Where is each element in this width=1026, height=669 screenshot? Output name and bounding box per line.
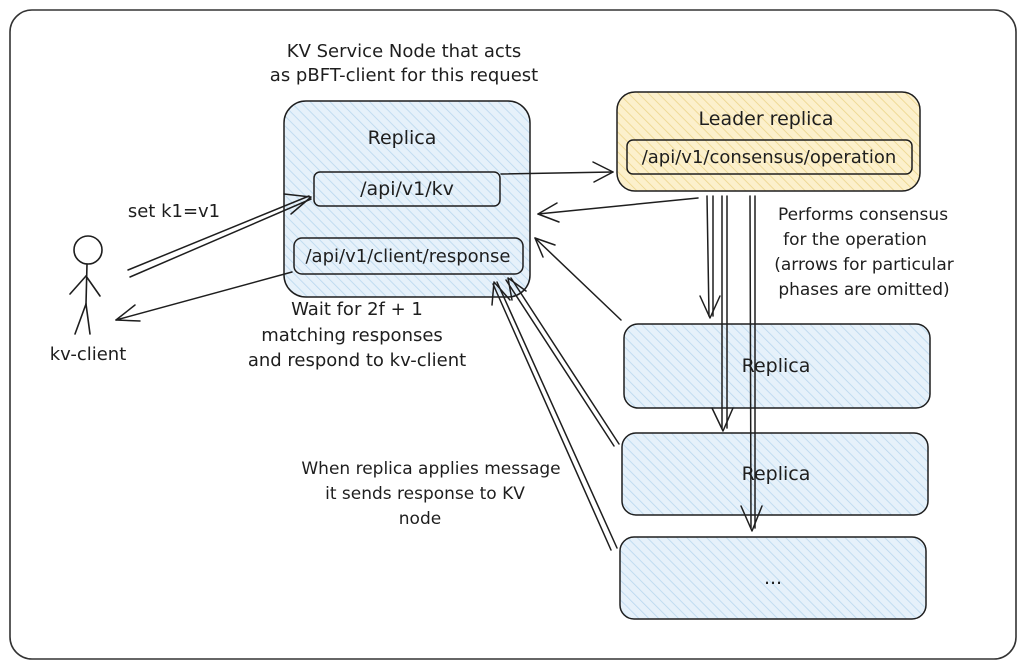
replica-2-label: Replica — [742, 355, 811, 377]
node-caption-line-2: as pBFT-client for this request — [270, 65, 538, 86]
endpoint-kv-label: /api/v1/kv — [360, 178, 454, 200]
consensus-note-line-1: Performs consensus — [778, 205, 948, 225]
apply-note-line-3: node — [399, 509, 441, 529]
replica-box-3 — [621, 432, 929, 516]
endpoint-response-label: /api/v1/client/response — [305, 246, 510, 267]
arrow-replica-more-to-node — [491, 281, 618, 551]
apply-note-line-1: When replica applies message — [301, 459, 560, 479]
arrow-replica-3-to-node — [505, 277, 620, 447]
replica-box-more — [619, 536, 927, 620]
wait-note-line-1: Wait for 2f + 1 — [291, 299, 423, 320]
arrow-leader-to-replica-3 — [711, 195, 734, 432]
arrow-kv-to-leader — [500, 161, 614, 183]
endpoint-consensus-box — [626, 139, 913, 175]
replica-box-2 — [623, 323, 931, 409]
outer-frame — [9, 9, 1017, 660]
apply-note-line-2: it sends response to KV — [325, 484, 525, 504]
endpoint-response-box — [293, 237, 524, 275]
arrow-leader-to-replica-more — [740, 195, 763, 532]
endpoint-consensus-label: /api/v1/consensus/operation — [642, 147, 897, 168]
stick-figure-icon — [69, 235, 103, 335]
leader-replica: Leader replica /api/v1/consensus/operati… — [616, 91, 921, 192]
kv-service-node: Replica /api/v1/kv /api/v1/client/respon… — [283, 100, 531, 298]
endpoint-kv-box — [313, 171, 501, 207]
replica-more-label: ... — [764, 567, 782, 589]
wait-note-line-3: and respond to kv-client — [248, 350, 466, 371]
arrow-replica-2-to-node — [534, 237, 622, 321]
wait-note-line-2: matching responses — [261, 325, 443, 346]
node-caption-line-1: KV Service Node that acts — [287, 41, 521, 62]
consensus-note-line-2: for the operation — [783, 230, 927, 250]
main-replica-title: Replica — [368, 127, 437, 149]
consensus-note-line-3: (arrows for particular — [774, 255, 954, 275]
leader-replica-title: Leader replica — [699, 108, 834, 130]
arrow-leader-to-replica — [537, 197, 699, 223]
kv-client-label: kv-client — [50, 344, 127, 365]
arrow-leader-to-replica-2 — [699, 195, 721, 319]
arrow-response-to-client — [115, 271, 293, 322]
arrow-client-to-kv — [127, 193, 312, 278]
consensus-note-line-4: phases are omitted) — [778, 280, 949, 300]
set-request-label: set k1=v1 — [128, 201, 220, 222]
replica-3-label: Replica — [742, 463, 811, 485]
